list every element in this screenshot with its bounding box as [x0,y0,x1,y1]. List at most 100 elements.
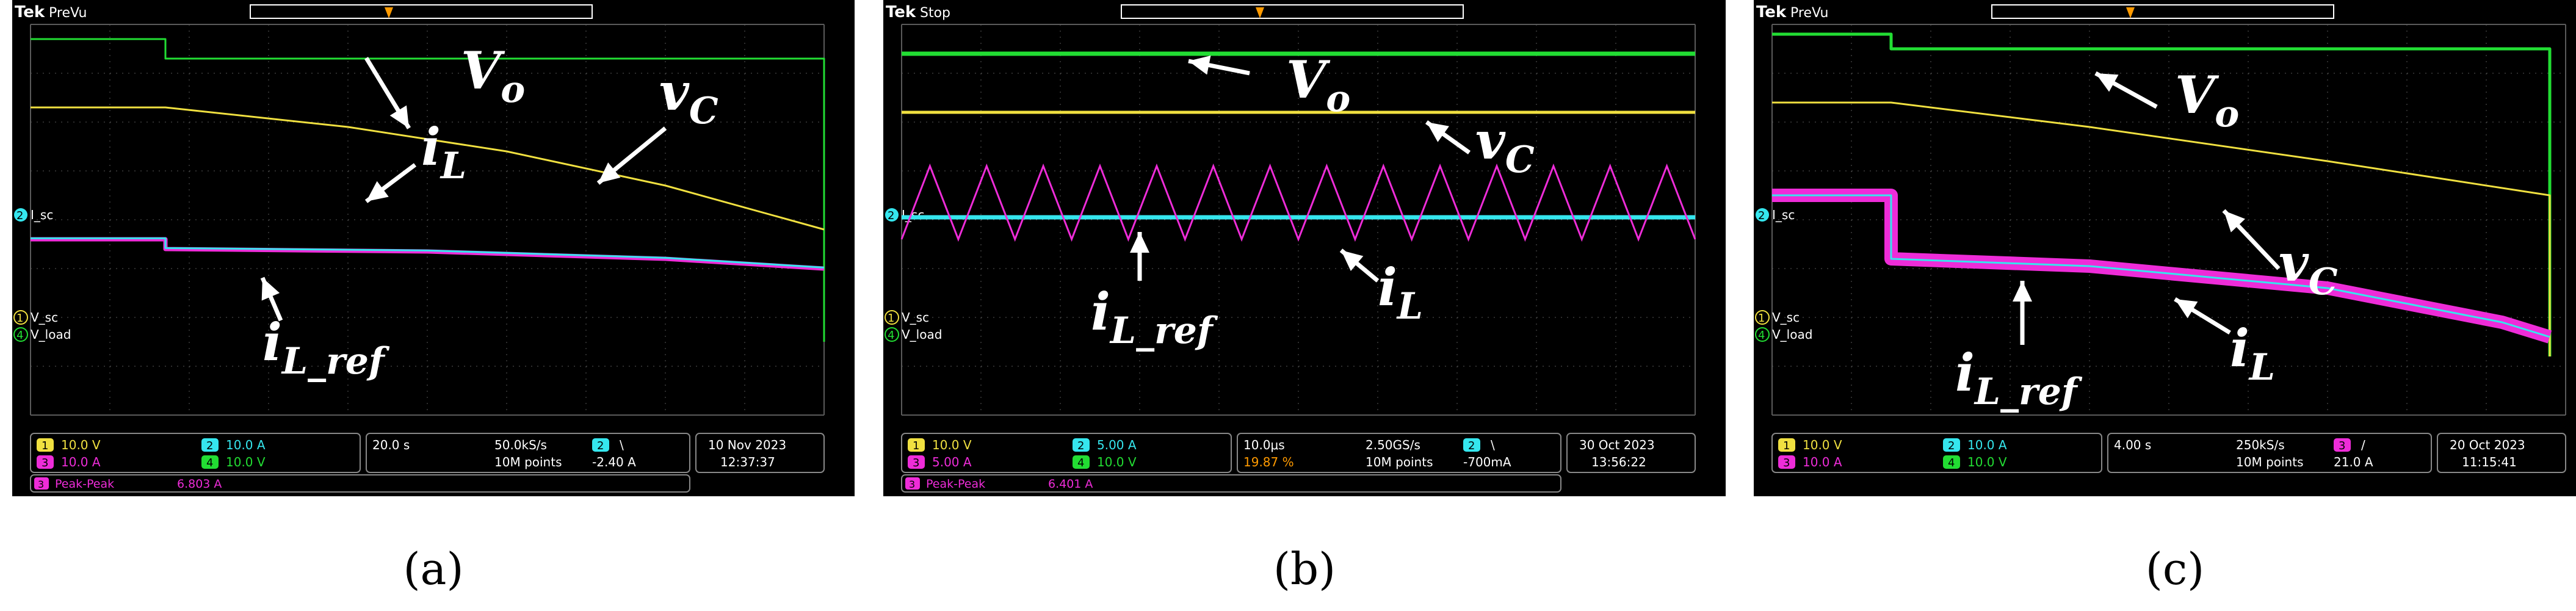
timebase: 4.00 s [2114,438,2151,452]
timebase: 10.0μs [1243,438,1285,452]
trace-i-l [31,237,825,271]
ch2-label: I_sc [1772,208,1795,222]
ch4-label: V_load [902,327,942,342]
measurement-box [901,474,1561,493]
date: 30 Oct 2023 [1579,438,1655,452]
trace-v-o [1772,32,2552,356]
trigger-source-badge [592,438,609,452]
measurement-value: 6.803 A [177,477,222,491]
ch1-marker [885,310,899,325]
ch1-badge [908,438,925,452]
ch4-marker-number: 4 [1758,329,1765,342]
ch1-marker-number: 1 [888,312,894,325]
trace-v-c [31,106,825,231]
ch2-marker-number: 2 [888,209,894,222]
brand-logo: Tek [886,3,916,21]
ch4-badge-number: 4 [1948,457,1955,469]
datetime-box [2437,433,2566,473]
time: 13:56:22 [1591,455,1646,469]
trigger-position-marker [385,7,393,18]
trigger-source-badge [2334,438,2351,452]
arrow-v-c-head [1427,122,1449,142]
arrow-v-o-head [389,105,409,128]
record-view-bar [1991,4,2334,19]
annotation-v-o: Vo [1286,49,1350,120]
ch4-scale: 10.0 V [1967,455,2007,469]
time: 11:15:41 [2462,455,2517,469]
trigger-source: 2 [1468,439,1475,452]
arrow-i-l-ref-head [261,278,280,301]
record-length: 10M points [1366,455,1433,469]
ch2-label: I_sc [31,208,53,222]
ch4-scale: 10.0 V [1097,455,1137,469]
brand-logo: Tek [15,3,45,21]
date: 20 Oct 2023 [2450,438,2525,452]
ch3-badge-number: 3 [42,457,48,469]
measurement-type: Peak-Peak [55,477,114,491]
arrow-v-o-head [2096,73,2119,92]
ch4-marker [13,327,28,342]
ch4-marker-number: 4 [16,329,23,342]
ch2-marker-number: 2 [16,209,23,222]
measurement-box [30,474,690,493]
annotation-i-l-ref: iL_ref [1955,342,2083,413]
ch4-badge [201,455,219,469]
annotation-v-c: vC [1475,110,1535,181]
trigger-level: -700mA [1463,455,1511,469]
ch1-badge [37,438,54,452]
caption-b: (b) [1273,543,1336,595]
channel-readout-box [1771,433,2102,473]
trace-i-l [1772,189,2552,344]
annotation-v-o: Vo [461,40,525,111]
record-view-bar [250,4,593,19]
ch1-marker [1755,310,1770,325]
arrow-v-o-head [1189,55,1211,75]
ch2-marker-number: 2 [1758,209,1765,222]
trigger-position-marker [2126,7,2135,18]
ch1-marker [13,310,28,325]
trigger-slope: / [2361,438,2365,452]
ch1-scale: 10.0 V [1803,438,1842,452]
ch1-marker-number: 1 [16,312,23,325]
timebase: 20.0 s [372,438,410,452]
ch3-scale: 5.00 A [932,455,972,469]
ch2-scale: 10.0 A [1967,438,2007,452]
trace-i-l-ref [1772,194,2550,338]
trigger-position: 19.87 % [1243,455,1294,469]
arrow-v-c-head [2224,211,2245,233]
ch1-marker-number: 1 [1758,312,1765,325]
sample-rate: 50.0kS/s [494,438,547,452]
ch1-badge-number: 1 [913,439,919,452]
ch1-label: V_sc [902,310,929,325]
ch2-scale: 5.00 A [1097,438,1137,452]
ch3-badge [37,455,54,469]
trigger-source: 3 [2339,439,2345,452]
ch4-badge-number: 4 [1077,457,1084,469]
ch3-scale: 10.0 A [1803,455,1842,469]
channel-readout-box [30,433,361,473]
trigger-level: 21.0 A [2334,455,2373,469]
trace-i-l [900,163,1696,242]
datetime-box [1566,433,1696,473]
trigger-source-badge [1463,438,1480,452]
ch2-badge [201,438,219,452]
sample-rate: 2.50GS/s [1366,438,1420,452]
ch1-scale: 10.0 V [61,438,101,452]
measurement-channel: 3 [909,479,915,490]
ch2-scale: 10.0 A [226,438,266,452]
measurement-type: Peak-Peak [926,477,985,491]
trigger-slope: \ [1491,438,1495,452]
measurement-channel-badge [34,477,49,490]
ch2-badge-number: 2 [1948,439,1955,452]
ch2-marker [885,208,899,222]
acquisition-state: Stop [920,5,950,21]
ch3-badge [908,455,925,469]
